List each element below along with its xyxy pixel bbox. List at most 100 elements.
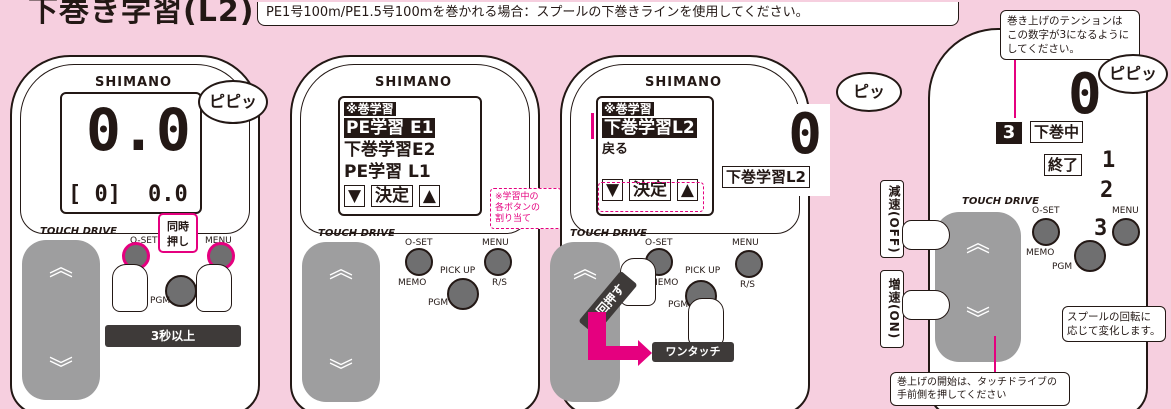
hand-right-icon bbox=[196, 264, 232, 312]
reel-device-inner bbox=[300, 64, 530, 234]
chevron-down-icon: ︾ bbox=[49, 355, 73, 383]
lcd-display: ※巻学習 下巻学習L2 戻る ▼ 決定 ▲ bbox=[596, 96, 714, 216]
reel-device-inner bbox=[20, 64, 250, 234]
spool-note-line-1: スプールの回転に bbox=[1067, 311, 1151, 323]
oset-label: O-SET bbox=[405, 238, 433, 248]
arrow-right-icon bbox=[588, 346, 640, 360]
callout-line-3: 割り当て bbox=[495, 214, 532, 224]
pointer-line-icon bbox=[1014, 60, 1016, 118]
menu-title: ※巻学習 bbox=[344, 102, 396, 116]
mode-label: 下巻中 bbox=[1030, 121, 1084, 143]
hand-right-icon bbox=[688, 298, 724, 346]
pickup-label: PICK UP bbox=[440, 266, 476, 276]
pgm-label: PGM bbox=[1052, 262, 1073, 272]
chevron-up-icon: ︽ bbox=[49, 253, 73, 281]
pickup-button[interactable] bbox=[447, 278, 479, 310]
tension-note: 巻き上げのテンションは この数字が3になるように してください。 bbox=[1000, 10, 1140, 60]
pickup-button[interactable] bbox=[1074, 240, 1106, 272]
zoomed-display: 0 下巻学習L2 bbox=[714, 102, 830, 196]
menu-item-underline-e2[interactable]: 下巻学習E2 bbox=[344, 140, 436, 160]
menu-item-pe-e1[interactable]: PE学習 E1 bbox=[344, 118, 436, 138]
simultaneous-line-2: 押し bbox=[167, 235, 189, 248]
pickup-label: PICK UP bbox=[685, 266, 721, 276]
display-main: 0.0 bbox=[86, 96, 191, 164]
brand-logo: SHIMANO bbox=[645, 75, 723, 90]
lcd-display: ※巻学習 PE学習 E1 下巻学習E2 PE学習 L1 ▼ 決定 ▲ bbox=[338, 96, 482, 216]
menu-item-pe-l1[interactable]: PE学習 L1 bbox=[344, 162, 431, 182]
chevron-up-icon: ︽ bbox=[966, 229, 990, 257]
touch-drive-paddle[interactable]: ︽ ︾ bbox=[22, 240, 100, 400]
callout-line-2: 各ボタンの bbox=[495, 203, 541, 213]
tension-note-line-2: この数字が3になるように bbox=[1007, 29, 1130, 41]
pgm-label: PGM bbox=[668, 300, 689, 310]
memo-label: MEMO bbox=[650, 278, 679, 288]
scale-2: 2 bbox=[1100, 178, 1114, 203]
nav-up-icon: ▲ bbox=[676, 179, 698, 201]
increase-label: 増速(ON) bbox=[880, 270, 904, 348]
pgm-label: PGM bbox=[428, 298, 449, 308]
pgm-label: PGM bbox=[150, 296, 171, 306]
page-title: 下巻き学習(L2) bbox=[28, 0, 255, 29]
decrease-label: 減速(OFF) bbox=[880, 180, 904, 258]
oset-button[interactable] bbox=[405, 248, 433, 276]
brand-logo: SHIMANO bbox=[375, 75, 453, 90]
hand-lower-icon bbox=[902, 290, 950, 320]
touch-drive-paddle[interactable]: ︽ ︾ bbox=[302, 242, 380, 402]
touchdrive-logo: TOUCH DRIVE bbox=[318, 228, 395, 239]
beep-bubble: ピピッ bbox=[198, 80, 268, 124]
oset-label: O-SET bbox=[130, 236, 158, 246]
display-sub-right: 0.0 bbox=[148, 182, 188, 207]
lcd-display: 0.0 [ 0] 0.0 bbox=[60, 92, 202, 214]
tension-note-line-3: してください。 bbox=[1007, 43, 1080, 55]
selection-arrow-icon bbox=[591, 113, 594, 139]
zoom-label: 下巻学習L2 bbox=[722, 166, 810, 188]
menu-button[interactable] bbox=[1112, 218, 1140, 246]
start-note-line-2: 手前側を押してください bbox=[897, 390, 1007, 401]
nav-up-icon: ▲ bbox=[418, 185, 440, 207]
chevron-up-icon: ︽ bbox=[573, 255, 597, 283]
oset-button[interactable] bbox=[1032, 218, 1060, 246]
display-main: 0 bbox=[1068, 62, 1102, 127]
memo-label: MEMO bbox=[398, 278, 427, 288]
menu-button[interactable] bbox=[484, 248, 512, 276]
arrow-head-icon bbox=[638, 340, 652, 366]
spool-note: スプールの回転に 応じて変化します。 bbox=[1062, 306, 1166, 342]
nav-down-icon: ▼ bbox=[344, 185, 366, 207]
start-note-line-1: 巻上げの開始は、タッチドライブの bbox=[897, 377, 1057, 388]
scale-1: 1 bbox=[1102, 148, 1116, 173]
chevron-up-icon: ︽ bbox=[329, 255, 353, 283]
scale-3: 3 bbox=[1094, 216, 1108, 241]
rs-label: R/S bbox=[740, 280, 755, 290]
menu-label: MENU bbox=[732, 238, 759, 248]
simultaneous-line-1: 同時 bbox=[167, 220, 189, 233]
nav-down-icon: ▼ bbox=[602, 179, 624, 201]
tension-value: 3 bbox=[996, 122, 1022, 144]
end-label: 終了 bbox=[1044, 154, 1083, 176]
rs-label: R/S bbox=[492, 278, 507, 288]
duration-label: 3秒以上 bbox=[105, 325, 241, 347]
spool-note-line-2: 応じて変化します。 bbox=[1067, 325, 1161, 337]
button-assignment-callout: ※学習中の 各ボタンの 割り当て bbox=[490, 188, 562, 229]
menu-button[interactable] bbox=[735, 250, 763, 278]
simultaneous-box: 同時 押し bbox=[158, 213, 198, 253]
menu-label: MENU bbox=[205, 236, 232, 246]
menu-item-underline-l2[interactable]: 下巻学習L2 bbox=[602, 118, 697, 138]
touchdrive-logo: TOUCH DRIVE bbox=[40, 226, 117, 237]
memo-label: MEMO bbox=[1026, 248, 1055, 258]
hand-left-icon bbox=[112, 264, 148, 312]
oset-label: O-SET bbox=[645, 238, 673, 248]
one-touch-label: ワンタッチ bbox=[652, 342, 734, 362]
brand-logo: SHIMANO bbox=[95, 75, 173, 90]
chevron-down-icon: ︾ bbox=[329, 357, 353, 385]
touchdrive-logo: TOUCH DRIVE bbox=[570, 228, 647, 239]
tension-value-text: 3 bbox=[1002, 122, 1016, 143]
menu-label: MENU bbox=[482, 238, 509, 248]
start-note: 巻上げの開始は、タッチドライブの 手前側を押してください bbox=[890, 372, 1070, 406]
header-note: PE1号100m/PE1.5号100mを巻かれる場合：スプールの下巻きラインを使… bbox=[257, 2, 959, 26]
zoom-value: 0 bbox=[788, 102, 822, 167]
menu-item-back[interactable]: 戻る bbox=[602, 142, 629, 157]
chevron-down-icon: ︾ bbox=[966, 305, 990, 333]
display-sub-left: [ 0] bbox=[68, 182, 121, 207]
pointer-line-icon bbox=[994, 336, 996, 374]
beep-bubble: ピッ bbox=[836, 72, 902, 112]
